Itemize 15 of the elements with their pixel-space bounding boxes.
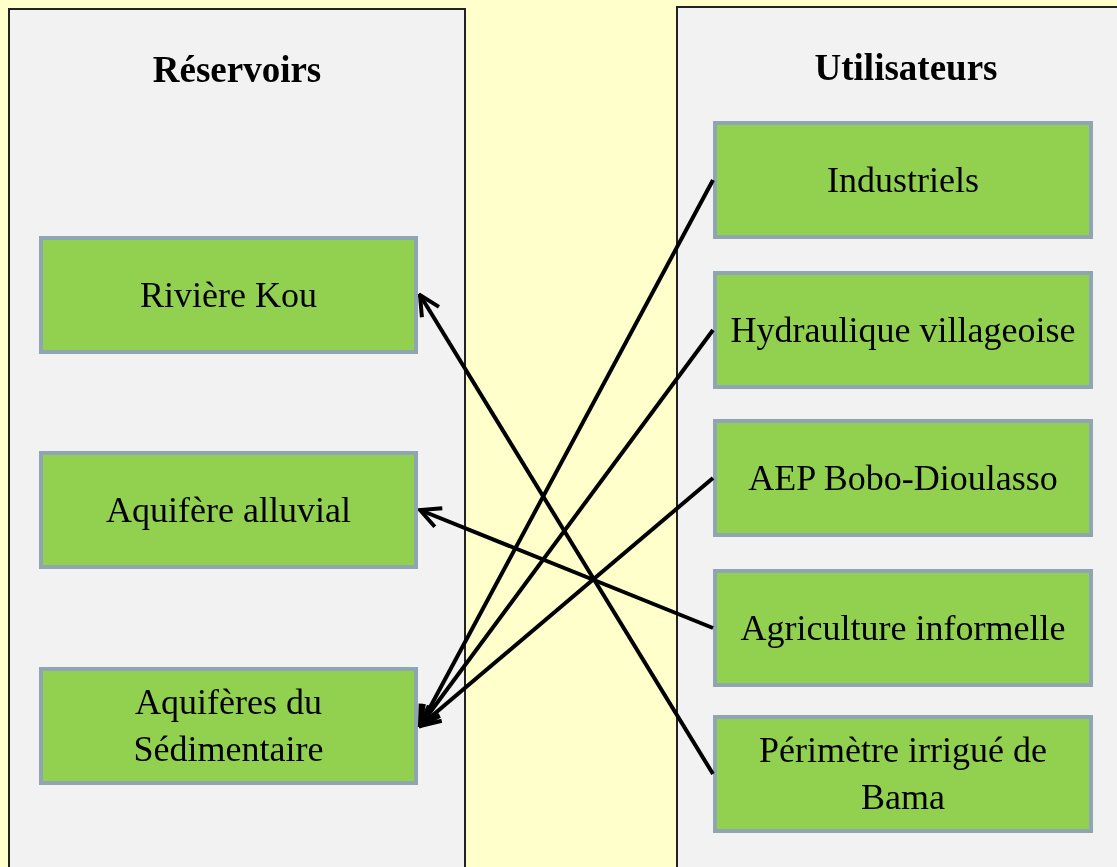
panel-heading: Réservoirs	[151, 48, 323, 91]
arrow	[418, 476, 715, 728]
arrow	[418, 506, 714, 630]
arrow	[418, 293, 715, 776]
group-panel	[676, 6, 1117, 867]
process-box: AEP Bobo-Dioulasso	[713, 419, 1093, 537]
process-box: Aquifères du Sédimentaire	[39, 667, 418, 785]
panel-heading: Utilisateurs	[813, 46, 999, 89]
process-box: Périmètre irrigué de Bama	[713, 715, 1093, 833]
process-box: Industriels	[713, 121, 1093, 239]
process-box: Aquifère alluvial	[39, 451, 418, 569]
process-box: Agriculture informelle	[713, 569, 1093, 687]
group-panel	[8, 8, 466, 867]
process-box: Rivière Kou	[39, 236, 418, 354]
process-box: Hydraulique villageoise	[713, 271, 1093, 389]
